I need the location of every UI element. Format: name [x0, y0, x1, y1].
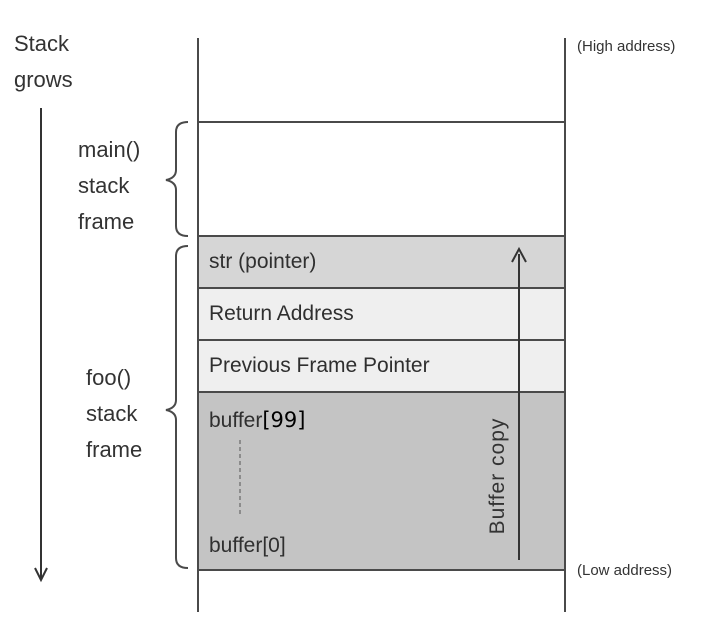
main-frame-label-line2: stack: [78, 173, 130, 198]
foo-frame-label-line2: stack: [86, 401, 138, 426]
stack-grows-label: Stack grows: [14, 26, 73, 98]
foo-frame-label-line3: frame: [86, 437, 143, 462]
stack-grows-line1: Stack: [14, 31, 70, 56]
str-pointer-text: str (pointer): [209, 250, 317, 273]
stack-grows-line2: grows: [14, 67, 73, 92]
low-address-label: (Low address): [577, 562, 673, 579]
buffer-cell: [197, 391, 566, 571]
return-address-cell: [197, 287, 566, 341]
foo-frame-label: foo() stack frame: [86, 360, 142, 468]
prev-frame-pointer-text: Previous Frame Pointer: [209, 354, 430, 377]
high-address-label: (High address): [577, 38, 676, 55]
prev-frame-pointer-cell: [197, 339, 566, 393]
stack-grows-arrow-head: [34, 567, 48, 583]
return-address-text: Return Address: [209, 302, 354, 325]
foo-frame-label-line1: foo(): [86, 365, 132, 390]
foo-frame-brace: [165, 245, 189, 569]
buffer-copy-label: Buffer copy: [486, 417, 509, 535]
main-frame-box: [197, 121, 566, 237]
main-frame-brace: [165, 121, 189, 237]
main-frame-label: main() stack frame: [78, 132, 140, 240]
main-frame-label-line1: main(): [78, 137, 141, 162]
str-pointer-cell: [197, 235, 566, 289]
buffer-top-name: buffer: [209, 409, 263, 432]
main-frame-label-line3: frame: [78, 209, 135, 234]
buffer-top-text: buffer[99]: [209, 408, 305, 433]
buffer-top-index: [99]: [262, 408, 306, 432]
buffer-bottom-text: buffer[0]: [209, 534, 286, 557]
buffer-copy-arrow-head: [511, 246, 527, 263]
